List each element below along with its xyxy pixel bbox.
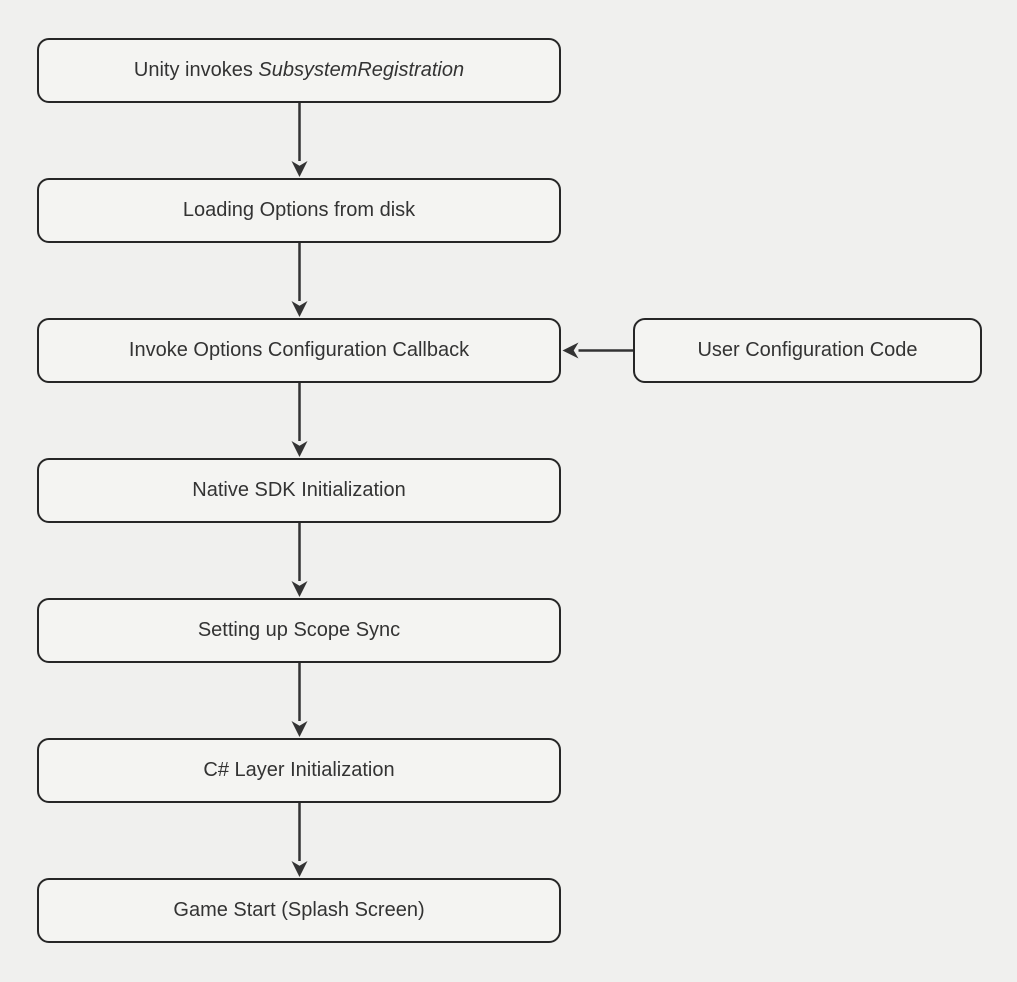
flow-node-user-configuration-code: User Configuration Code: [633, 318, 982, 383]
node-label-italic: SubsystemRegistration: [258, 59, 465, 81]
flow-node-invoke-options-callback: Invoke Options Configuration Callback: [37, 318, 561, 383]
node-label: Loading Options from disk: [182, 199, 416, 221]
flow-node-game-start: Game Start (Splash Screen): [37, 878, 561, 943]
flow-node-loading-options: Loading Options from disk: [37, 178, 561, 243]
node-label: Invoke Options Configuration Callback: [128, 339, 470, 361]
flow-node-native-sdk-initialization: Native SDK Initialization: [37, 458, 561, 523]
flow-node-unity-invokes: Unity invokes SubsystemRegistration: [37, 38, 561, 103]
node-label: Native SDK Initialization: [192, 479, 406, 501]
node-label: Unity invokes: [133, 59, 259, 81]
node-label: User Configuration Code: [697, 339, 918, 361]
flow-node-csharp-layer-initialization: C# Layer Initialization: [37, 738, 561, 803]
node-label: Setting up Scope Sync: [197, 619, 401, 641]
flow-node-setting-up-scope-sync: Setting up Scope Sync: [37, 598, 561, 663]
node-label: C# Layer Initialization: [203, 759, 395, 781]
node-label: Game Start (Splash Screen): [173, 899, 425, 921]
